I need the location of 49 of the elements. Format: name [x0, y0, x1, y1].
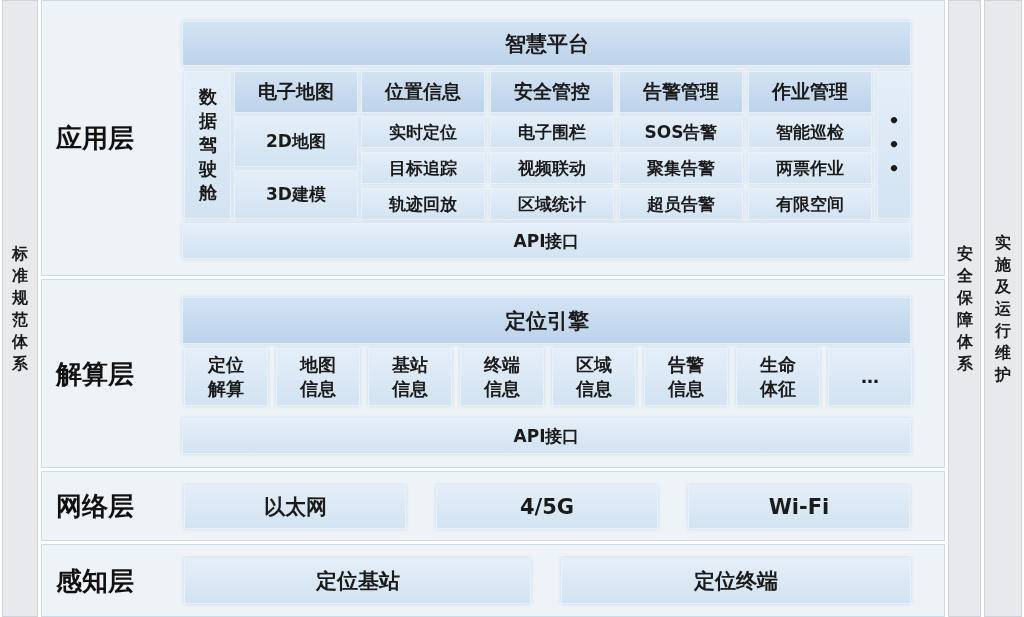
- side-column: 安全保障体系: [948, 0, 981, 617]
- module-cell: 轨迹回放: [361, 188, 485, 220]
- module-cell: 地图信息: [276, 348, 360, 406]
- module-cell: 两票作业: [748, 152, 872, 184]
- module-cell: 超员告警: [619, 188, 743, 220]
- layer-panel: [41, 0, 945, 276]
- module-cell: 视频联动: [490, 152, 614, 184]
- module-cell: 生命体征: [736, 348, 820, 406]
- module-cell: 2D地图: [234, 116, 358, 167]
- module-header: 作业管理: [748, 71, 872, 113]
- engine-bar: 定位引擎: [182, 297, 911, 344]
- module-cell: 智能巡检: [748, 116, 872, 148]
- module-cell: SOS告警: [619, 116, 743, 148]
- more-cell: •••: [877, 71, 911, 219]
- platform-bar: 智慧平台: [182, 21, 911, 66]
- module-cell: 有限空间: [748, 188, 872, 220]
- api-bar: API接口: [182, 223, 911, 259]
- side-column: 实施及运行维护: [984, 0, 1022, 617]
- layer-panel: [41, 279, 945, 468]
- module-cell: 区域信息: [552, 348, 636, 406]
- sensing-box: 定位基站: [184, 558, 531, 604]
- module-cell: 终端信息: [460, 348, 544, 406]
- layer-panel: [41, 471, 945, 541]
- module-cell: 实时定位: [361, 116, 485, 148]
- module-cell: 区域统计: [490, 188, 614, 220]
- module-header: 电子地图: [234, 71, 358, 113]
- module-cell: 聚集告警: [619, 152, 743, 184]
- layer-title: 网络层: [56, 489, 134, 523]
- module-header: 告警管理: [619, 71, 743, 113]
- network-box: 4/5G: [436, 485, 658, 529]
- layer-title: 感知层: [56, 564, 134, 597]
- layer-title: 应用层: [56, 121, 134, 155]
- sensing-box: 定位终端: [561, 558, 911, 604]
- module-cell: 3D建模: [234, 170, 358, 219]
- module-cell: 电子围栏: [490, 116, 614, 148]
- module-cell: 告警信息: [644, 348, 728, 406]
- layer-panel: [41, 544, 945, 617]
- network-box: 以太网: [184, 485, 406, 529]
- module-cell: 数据驾驶舱: [184, 71, 231, 219]
- module-cell: 定位解算: [184, 348, 268, 406]
- network-box: Wi-Fi: [688, 485, 910, 529]
- api-bar: API接口: [182, 418, 911, 454]
- module-cell: 基站信息: [368, 348, 452, 406]
- layer-title: 解算层: [56, 357, 134, 390]
- side-column: 标准规范体系: [2, 0, 38, 617]
- module-cell: …: [828, 348, 912, 406]
- module-header: 位置信息: [361, 71, 485, 113]
- module-header: 安全管控: [490, 71, 614, 113]
- module-cell: 目标追踪: [361, 152, 485, 184]
